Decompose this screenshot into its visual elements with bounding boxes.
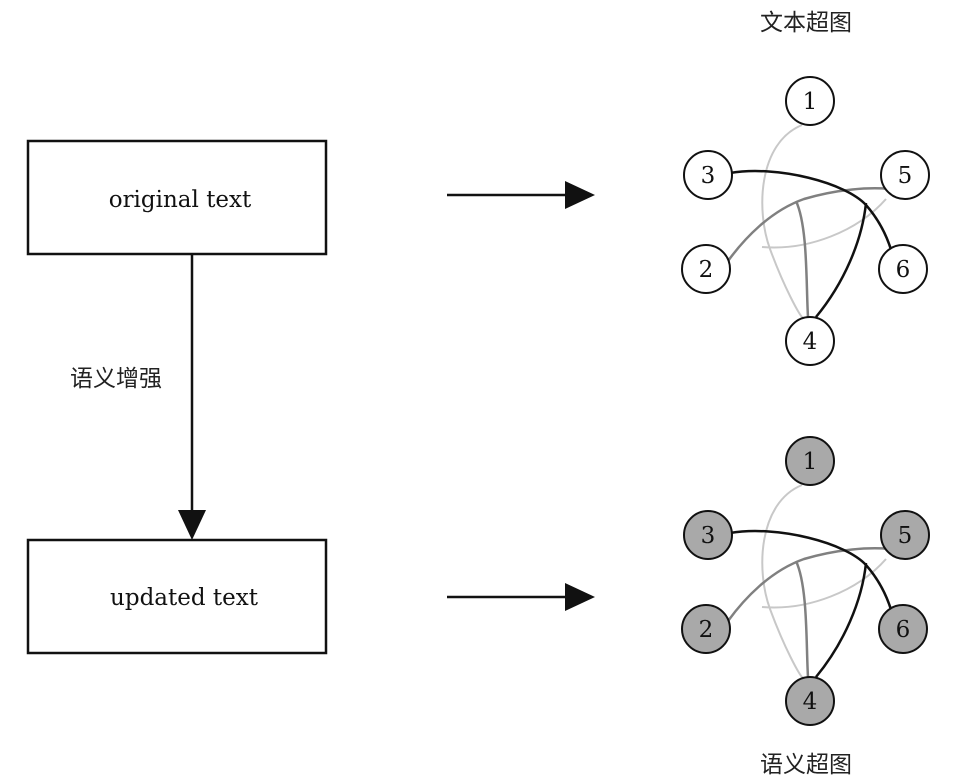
semantic-hypergraph-node-1 (785, 436, 835, 486)
text-hypergraph-node-4 (785, 316, 835, 366)
semantic-hypergraph-node-4 (785, 676, 835, 726)
text-hypergraph-node-1-label: 1 (803, 89, 818, 115)
semantic-enhancement-label: 语义增强 (70, 366, 162, 392)
text-hypergraph-title: 文本超图 (760, 10, 852, 36)
semantic-hypergraph-node-6 (878, 604, 928, 654)
text-hypergraph-node-4-label: 4 (803, 329, 818, 355)
semantic-hypergraph-hyperedge-2 (761, 558, 887, 609)
semantic-hypergraph-hyperedge-4 (794, 560, 810, 678)
semantic-hypergraph-node-2 (681, 604, 731, 654)
text-hypergraph-node-5-label: 5 (898, 163, 913, 189)
text-hypergraph: 1 2 3 4 5 6 (681, 76, 930, 366)
semantic-hypergraph-node-3-label: 3 (701, 523, 716, 549)
semantic-hypergraph-node-5-label: 5 (898, 523, 913, 549)
text-hypergraph-node-2 (681, 244, 731, 294)
text-hypergraph-hyperedge-3 (726, 187, 891, 262)
text-hypergraph-node-5 (880, 150, 930, 200)
semantic-hypergraph-node-4-label: 4 (803, 689, 818, 715)
original-text-label: original text (109, 187, 252, 213)
semantic-hypergraph-hyperedge-1 (761, 484, 805, 680)
text-hypergraph-hyperedge-1 (761, 124, 805, 320)
semantic-hypergraph-node-2-label: 2 (699, 617, 714, 643)
text-hypergraph-node-3-label: 3 (701, 163, 716, 189)
semantic-hypergraph-hyperedge-5 (729, 529, 894, 614)
original-text-box: original text (26, 139, 328, 256)
semantic-hypergraph-node-3 (683, 510, 733, 560)
text-hypergraph-hyperedge-5 (729, 169, 894, 254)
text-hypergraph-hyperedge-4 (794, 200, 810, 318)
semantic-hypergraph: 1 2 3 4 5 6 (681, 436, 930, 726)
text-hypergraph-node-6 (878, 244, 928, 294)
updated-text-label: updated text (110, 585, 259, 611)
text-hypergraph-node-6-label: 6 (896, 257, 911, 283)
text-hypergraph-node-3 (683, 150, 733, 200)
updated-text-box: updated text (26, 538, 328, 655)
text-hypergraph-node-1 (785, 76, 835, 126)
semantic-hypergraph-node-6-label: 6 (896, 617, 911, 643)
semantic-hypergraph-hyperedge-6 (815, 562, 868, 678)
semantic-hypergraph-node-1-label: 1 (803, 449, 818, 475)
text-hypergraph-hyperedge-2 (761, 198, 887, 249)
semantic-hypergraph-title: 语义超图 (760, 752, 852, 778)
semantic-hypergraph-node-5 (880, 510, 930, 560)
text-hypergraph-node-2-label: 2 (699, 257, 714, 283)
text-hypergraph-hyperedge-6 (815, 202, 868, 318)
semantic-hypergraph-hyperedge-3 (726, 547, 891, 622)
